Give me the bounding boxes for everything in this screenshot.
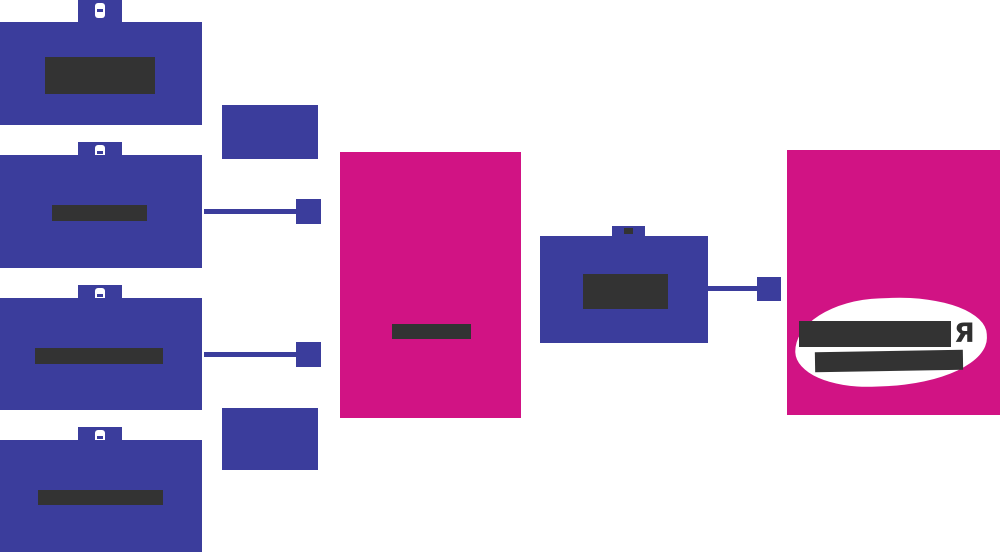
clip-icon (95, 288, 105, 303)
redacted-label (583, 274, 668, 309)
redacted-label (52, 205, 147, 221)
source-card-2 (0, 155, 202, 268)
source-card-1 (0, 22, 202, 125)
redacted-label (392, 324, 471, 339)
clip-icon (95, 430, 105, 445)
card-tab (78, 0, 122, 24)
connector-terminal (757, 277, 781, 301)
connector-line (204, 352, 304, 357)
small-block-bottom (222, 408, 318, 470)
clip-icon (95, 3, 105, 18)
small-block-top (222, 105, 318, 159)
source-card-3 (0, 298, 202, 410)
center-panel (340, 152, 521, 418)
right-panel: Я (787, 150, 1000, 415)
redacted-label (45, 57, 155, 94)
source-card-4 (0, 440, 202, 552)
connector-terminal (296, 199, 321, 224)
redacted-label (35, 348, 163, 364)
clip-icon (95, 145, 105, 160)
connector-line (204, 209, 304, 214)
visible-letter: Я (954, 318, 975, 349)
connector-line (708, 286, 768, 291)
process-box (540, 236, 708, 343)
redacted-text-line-2 (814, 349, 964, 373)
tab-mark-icon (624, 228, 633, 234)
redacted-label (38, 490, 163, 505)
redacted-label (799, 320, 951, 347)
redacted-text-line-1: Я (799, 318, 975, 349)
connector-terminal (296, 342, 321, 367)
